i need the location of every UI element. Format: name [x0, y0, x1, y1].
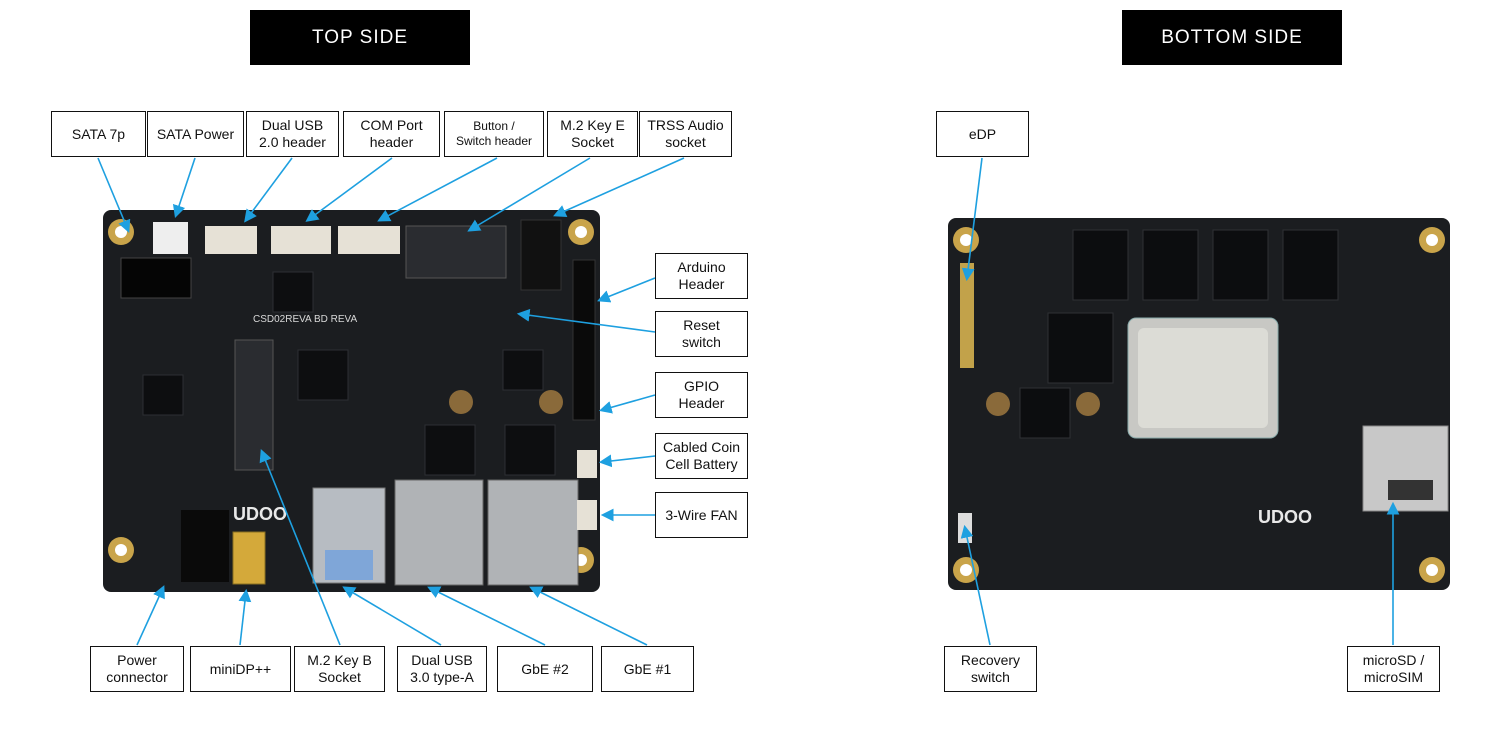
edp-label: eDP [936, 111, 1029, 157]
m2-key-b-socket-label: M.2 Key B Socket [294, 646, 385, 692]
dual-usb-20-header-label: Dual USB 2.0 header [246, 111, 339, 157]
fan-label: 3-Wire FAN [655, 492, 748, 538]
top-board-image: CSD02REVA BD REVA UDOO [103, 210, 600, 592]
sata-7p-label: SATA 7p [51, 111, 146, 157]
reset-switch-label: Reset switch [655, 311, 748, 357]
trss-audio-socket-label: TRSS Audio socket [639, 111, 732, 157]
bottom-side-header: BOTTOM SIDE [1122, 10, 1342, 65]
bottom-brand-logo: UDOO [1258, 507, 1312, 527]
m2-key-e-socket-label: M.2 Key E Socket [547, 111, 638, 157]
recovery-switch-label: Recovery switch [944, 646, 1037, 692]
power-connector-label: Power connector [90, 646, 184, 692]
minidp-label: miniDP++ [190, 646, 291, 692]
dual-usb-30-label: Dual USB 3.0 type-A [397, 646, 487, 692]
top-brand-logo: UDOO [233, 504, 287, 524]
microsd-microsim-label: microSD / microSIM [1347, 646, 1440, 692]
com-port-header-label: COM Port header [343, 111, 440, 157]
bottom-board-image: UDOO [948, 218, 1450, 590]
board-silk-text: CSD02REVA BD REVA [253, 314, 357, 325]
gbe1-label: GbE #1 [601, 646, 694, 692]
gbe2-label: GbE #2 [497, 646, 593, 692]
sata-power-label: SATA Power [147, 111, 244, 157]
top-side-header: TOP SIDE [250, 10, 470, 65]
gpio-header-label: GPIO Header [655, 372, 748, 418]
coin-cell-battery-label: Cabled Coin Cell Battery [655, 433, 748, 479]
button-switch-header-label: Button / Switch header [444, 111, 544, 157]
arduino-header-label: Arduino Header [655, 253, 748, 299]
